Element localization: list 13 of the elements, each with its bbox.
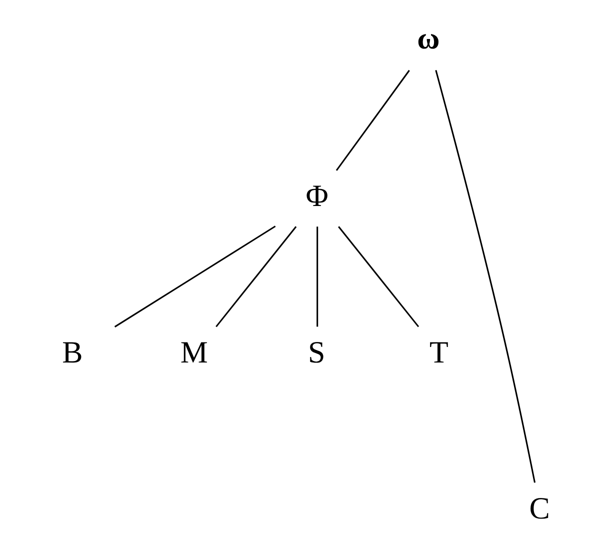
connector [215, 226, 296, 328]
node-text: ω [416, 20, 440, 56]
connector [316, 226, 318, 327]
connector [338, 226, 419, 328]
node-text: B [62, 334, 82, 370]
node-text: M [180, 334, 208, 370]
node-text: Φ [305, 178, 328, 214]
connector [335, 70, 410, 171]
node-text: C [528, 490, 550, 526]
connector [114, 226, 276, 328]
node-text: S [308, 334, 325, 370]
connector [434, 70, 536, 483]
node-text: T [428, 334, 448, 370]
